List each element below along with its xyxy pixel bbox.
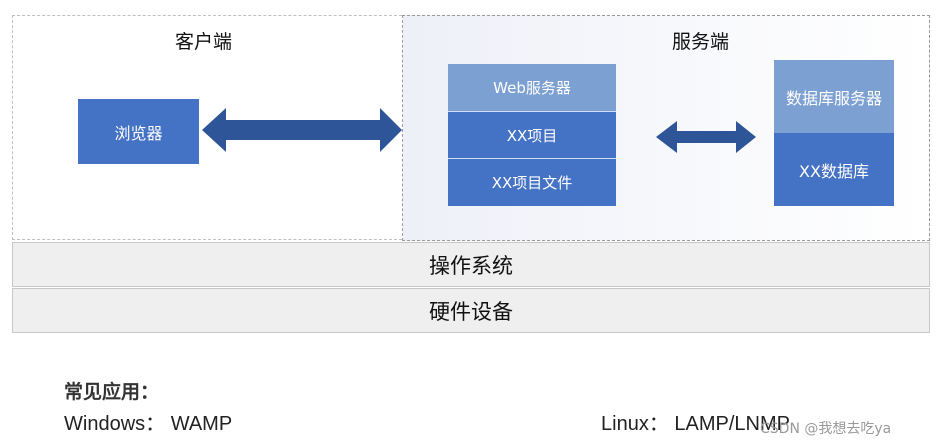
client-title: 客户端 <box>175 31 233 53</box>
web-server-stack: Web服务器 XX项目 XX项目文件 <box>448 64 616 206</box>
project-box: XX项目 <box>448 111 616 158</box>
watermark: CSDN @我想去吃ya <box>760 421 892 437</box>
common-apps-heading: 常见应用： <box>64 381 160 403</box>
web-db-arrow <box>656 121 756 153</box>
os-layer: 操作系统 <box>12 242 930 287</box>
hardware-layer: 硬件设备 <box>12 288 930 333</box>
linux-stack: Linux： LAMP/LNMP <box>601 413 790 435</box>
browser-server-arrow <box>202 108 402 152</box>
browser-box: 浏览器 <box>78 99 199 164</box>
web-server-box: Web服务器 <box>448 64 616 111</box>
project-files-box: XX项目文件 <box>448 158 616 206</box>
db-server-box: 数据库服务器 <box>774 60 894 133</box>
server-title: 服务端 <box>672 31 730 53</box>
database-stack: 数据库服务器 XX数据库 <box>774 60 894 206</box>
os-label: 操作系统 <box>429 253 513 278</box>
windows-stack: Windows： WAMP <box>64 413 233 435</box>
database-box: XX数据库 <box>774 133 894 206</box>
hardware-label: 硬件设备 <box>429 299 513 324</box>
